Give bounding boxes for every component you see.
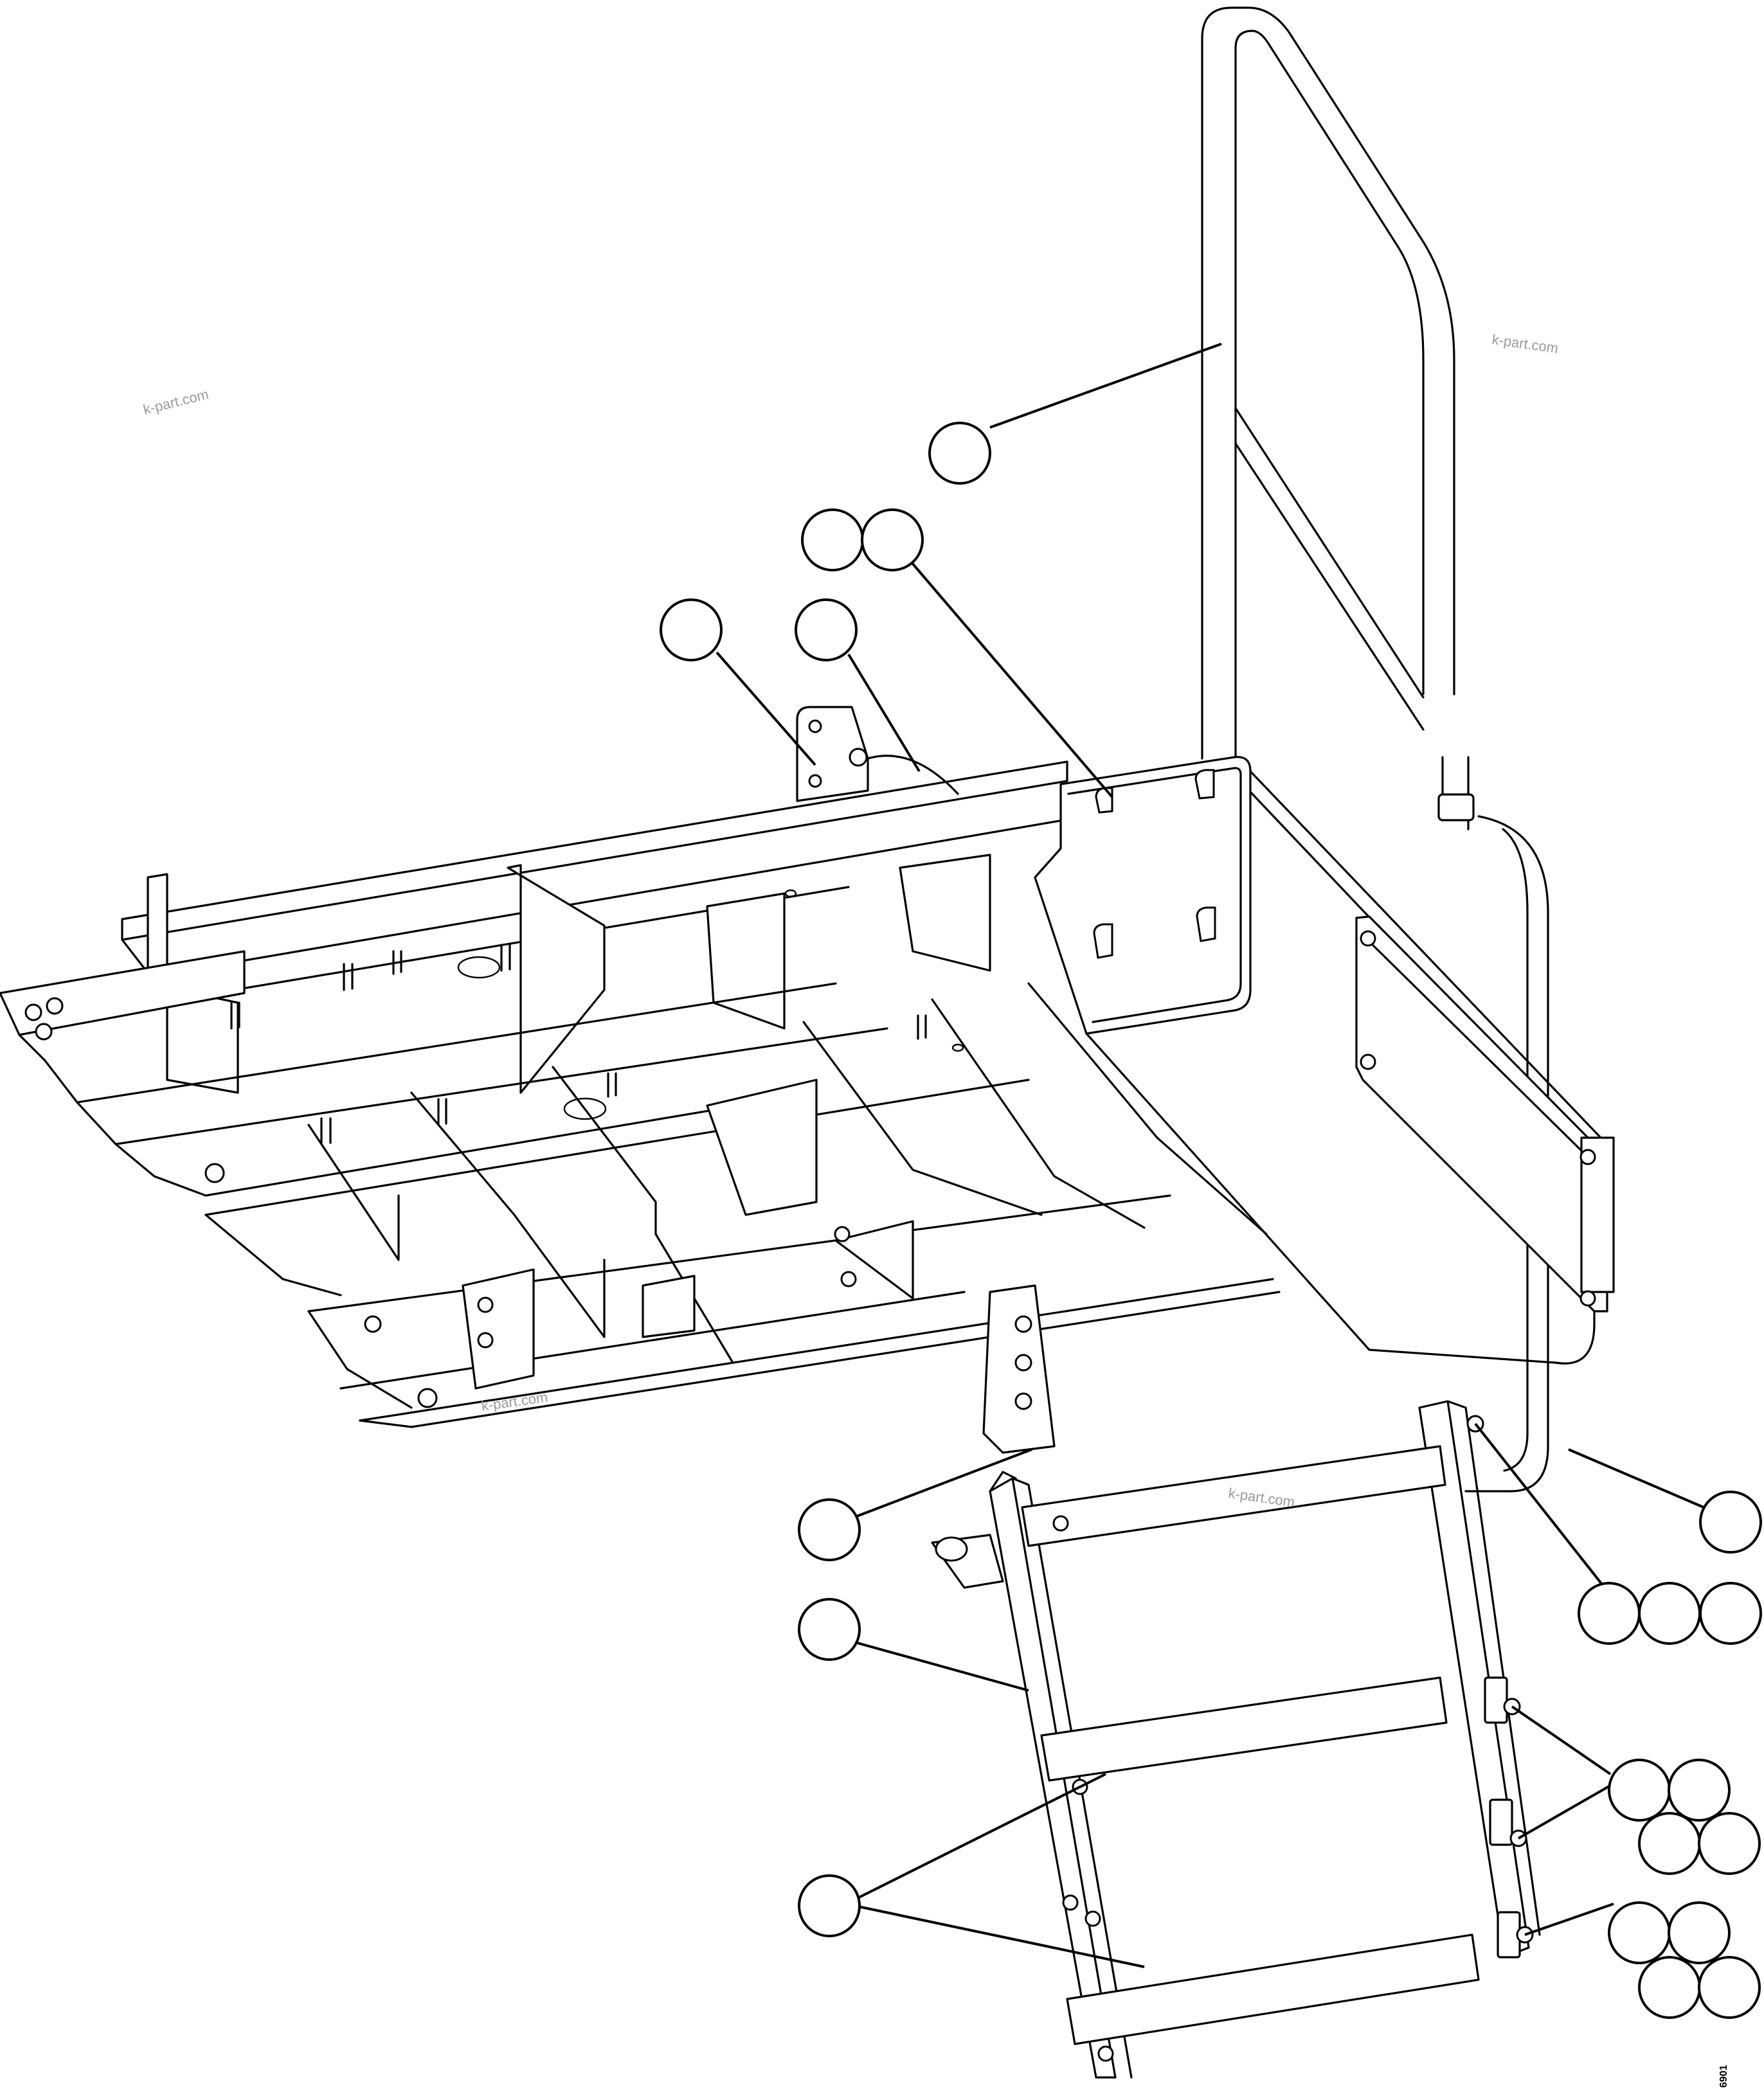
- deck-studs: [230, 944, 927, 1145]
- callout-balloon: [1608, 1759, 1671, 1822]
- callout-balloon: [798, 1598, 861, 1661]
- watermark-text: k-part.com: [1491, 331, 1559, 356]
- callout-leaders: [716, 343, 1704, 1968]
- callout-balloon: [1668, 1759, 1731, 1822]
- mounting-plate: [1034, 756, 1252, 1035]
- side-channel: [1085, 770, 1615, 1365]
- callout-balloon: [1578, 1582, 1641, 1645]
- callout-balloons: [660, 422, 1762, 2019]
- handrail: [1201, 6, 1549, 1493]
- drawing-code: 6901: [1718, 2065, 1729, 2088]
- callout-balloon: [1698, 1956, 1761, 2019]
- platform-deck: [0, 760, 1281, 1428]
- callout-balloon: [1699, 1491, 1762, 1554]
- callout-balloon: [1638, 1956, 1701, 2019]
- callout-balloon: [1608, 1901, 1671, 1964]
- callout-balloon: [660, 598, 723, 661]
- callout-balloon: [798, 1874, 861, 1937]
- ladder: [931, 1284, 1541, 2079]
- callout-balloon: [1668, 1901, 1731, 1964]
- deck-nuts: [24, 997, 857, 1408]
- bracket: [796, 706, 959, 802]
- callout-balloon: [801, 508, 864, 571]
- watermark-text: k-part.com: [141, 386, 210, 417]
- callout-balloon: [1699, 1582, 1762, 1645]
- callout-balloon: [798, 1498, 861, 1561]
- callout-balloon: [795, 598, 858, 661]
- callout-balloon: [1638, 1812, 1701, 1875]
- callout-balloon: [928, 422, 991, 485]
- callout-balloon: [1698, 1812, 1761, 1875]
- callout-balloon: [1638, 1582, 1701, 1645]
- callout-balloon: [861, 508, 924, 571]
